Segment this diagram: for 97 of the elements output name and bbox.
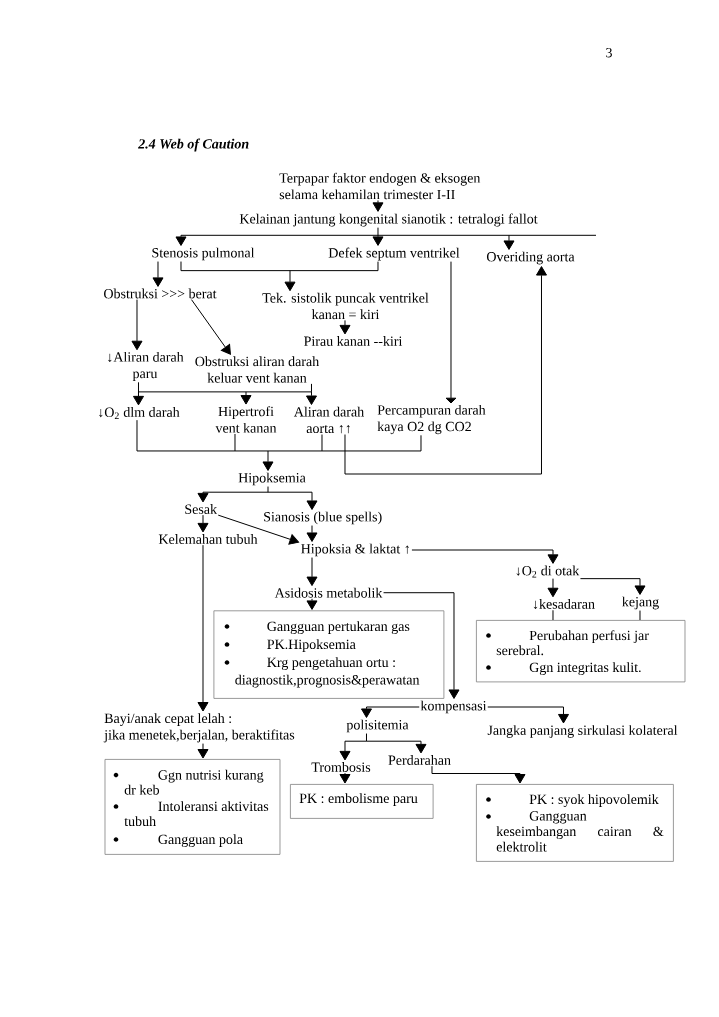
flow-text: Hipoksemia [238,472,306,486]
flow-text: polisitemia [346,719,409,733]
arrow [339,740,367,761]
list-box [104,759,281,855]
arrow [191,299,231,355]
arrow [366,740,427,754]
arrow [377,234,597,250]
arrow [267,491,318,510]
list-item: Ggn nutrisi kurang dr keb [124,769,264,795]
arrow [306,598,318,610]
connector-line [639,610,641,621]
flow-text: kompensasi [420,700,487,714]
section-title: 2.4 Web of Caution [138,138,249,152]
arrow [431,765,526,784]
flow-text: Kelemahan tubuh [158,534,258,544]
list-item: PK : syok hipovolemik [529,794,659,807]
connector-line [377,227,379,236]
page-number: 3 [606,48,612,58]
arrow [197,544,209,712]
connector-line [136,419,236,452]
arrow [197,514,209,533]
box-text: PK : embolisme paru [299,793,418,806]
connector-line [267,450,323,452]
connector-line [321,434,422,452]
flow-text: Hipertrofi vent kanan [215,406,277,433]
arrow [383,592,460,699]
arrow [579,578,646,595]
arrow [361,706,420,718]
arrow [217,514,300,545]
list-box [213,610,445,699]
connector-line [321,434,323,452]
arrow [197,491,269,503]
connector-line [138,391,247,393]
arrow [133,391,144,406]
list-item: Gangguan pola [158,834,243,847]
arrow [372,234,384,246]
flow-text: Defek septum ventrikel [328,247,460,261]
list-box [476,620,686,683]
arrow [306,557,318,587]
arrow [344,266,547,475]
arrow [240,391,252,405]
connector-line [289,261,379,272]
flow-text: ↓kesadaran [533,598,595,610]
connector-line [267,486,269,493]
arrow [547,578,559,598]
connector-line [311,383,312,393]
arrow [487,706,569,724]
flow-text: Terpapar faktor endogen & eksogen selama kehamilan trimester I-II [279,172,481,200]
list-item: Gangguan keseimbangan cairan & elektrolit [496,811,664,852]
flow-text: Trombosis [311,762,371,772]
arrow [152,261,164,287]
list-box [290,784,434,819]
arrow [445,261,457,404]
connector-line [234,450,269,452]
flow-text: Obstruksi aliran darah keluar vent kanan [195,356,319,383]
connector-line [366,733,367,742]
flow-text: ↓O$_{2}$ dlm darah [99,407,180,419]
arrow [306,525,318,542]
flow-text: kejang [622,596,659,610]
flow-text: Percampuran darah kaya O2 dg CO2 [377,404,486,435]
flow-text: ↓Aliran darah paru [108,351,184,382]
arrow [197,743,209,759]
flow-text: Bayi/anak cepat lelah : jika menetek,berjalan, beraktifitas [103,713,295,743]
arrow [284,270,296,292]
list-item: Perubahan perfusi jar serebral. [496,630,649,656]
flow-text: Perdarahan [388,755,451,765]
flow-text: ↓O$_{2}$ di otak [516,565,580,578]
arrow [339,319,351,335]
arrow [262,450,274,471]
flow-text: Sianosis (blue spells) [264,511,382,525]
list-item: Ggn integritas kulit. [529,662,641,675]
flow-text: Aliran darah aorta ↑↑ [293,406,364,434]
connector-line [245,391,312,393]
flow-text: Hipoksia & laktat ↑ [301,543,409,557]
flow-text: Overiding aorta [486,251,575,265]
flow-text: Obstruksi >>> berat [104,288,217,299]
flow-text: Kelainan jantung kongenital sianotik : tetralogi fallot [239,213,538,227]
list-item: Intoleransi aktivitas tubuh [124,801,269,827]
flow-text: Asidosis metabolik [274,587,383,598]
list-item: PK.Hipoksemia [267,639,356,652]
list-item: Krg pengetahuan ortu : diagnostik,prognosis&perawatan [235,657,420,688]
arrow [372,199,384,212]
arrow [411,549,559,564]
flow-text: Tek. sistolik puncak ventrikel kanan = kiri [262,292,429,320]
connector-line [180,261,291,272]
connector-line [234,433,236,452]
connector-line [552,609,554,621]
list-item: Gangguan pertukaran gas [267,621,410,634]
flow-text: Stenosis pulmonal [152,247,255,261]
arrow [339,772,351,784]
arrow [306,391,317,405]
flow-text: Sesak [185,504,218,514]
arrow [131,299,143,351]
flow-text: Jangka panjang sirkulasi kolateral [487,725,678,738]
flow-text: Pirau kanan --kiri [304,336,403,346]
list-box [476,784,674,862]
arrow [175,234,379,246]
